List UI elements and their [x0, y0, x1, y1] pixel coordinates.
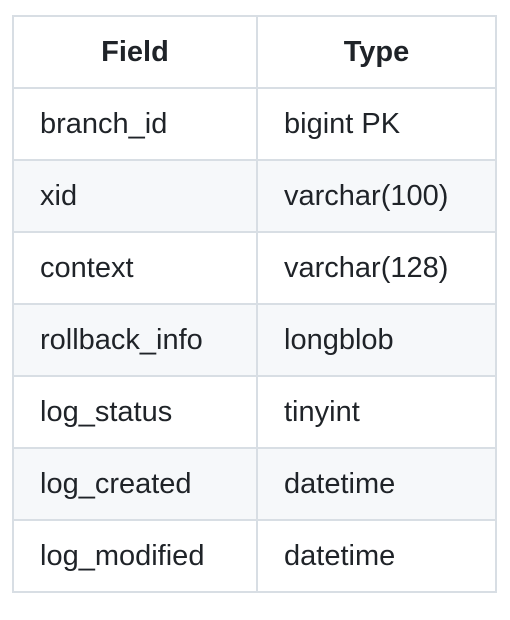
header-type: Type: [256, 15, 497, 89]
table-header: Field Type: [12, 15, 497, 89]
cell-field: log_status: [12, 375, 258, 449]
table-row: xid varchar(100): [12, 159, 497, 233]
cell-type: bigint PK: [256, 87, 497, 161]
cell-field: context: [12, 231, 258, 305]
cell-type: longblob: [256, 303, 497, 377]
table-row: context varchar(128): [12, 231, 497, 305]
cell-field: branch_id: [12, 87, 258, 161]
table-row: log_modified datetime: [12, 519, 497, 593]
table-row: branch_id bigint PK: [12, 87, 497, 161]
cell-field: xid: [12, 159, 258, 233]
cell-type: varchar(128): [256, 231, 497, 305]
table-row: log_created datetime: [12, 447, 497, 521]
cell-type: datetime: [256, 519, 497, 593]
cell-field: log_modified: [12, 519, 258, 593]
cell-type: tinyint: [256, 375, 497, 449]
cell-type: datetime: [256, 447, 497, 521]
cell-field: rollback_info: [12, 303, 258, 377]
schema-table: Field Type branch_id bigint PK xid varch…: [12, 15, 497, 593]
cell-field: log_created: [12, 447, 258, 521]
cell-type: varchar(100): [256, 159, 497, 233]
header-field: Field: [12, 15, 258, 89]
table-row: log_status tinyint: [12, 375, 497, 449]
header-row: Field Type: [12, 15, 497, 89]
table-row: rollback_info longblob: [12, 303, 497, 377]
table-body: branch_id bigint PK xid varchar(100) con…: [12, 87, 497, 593]
